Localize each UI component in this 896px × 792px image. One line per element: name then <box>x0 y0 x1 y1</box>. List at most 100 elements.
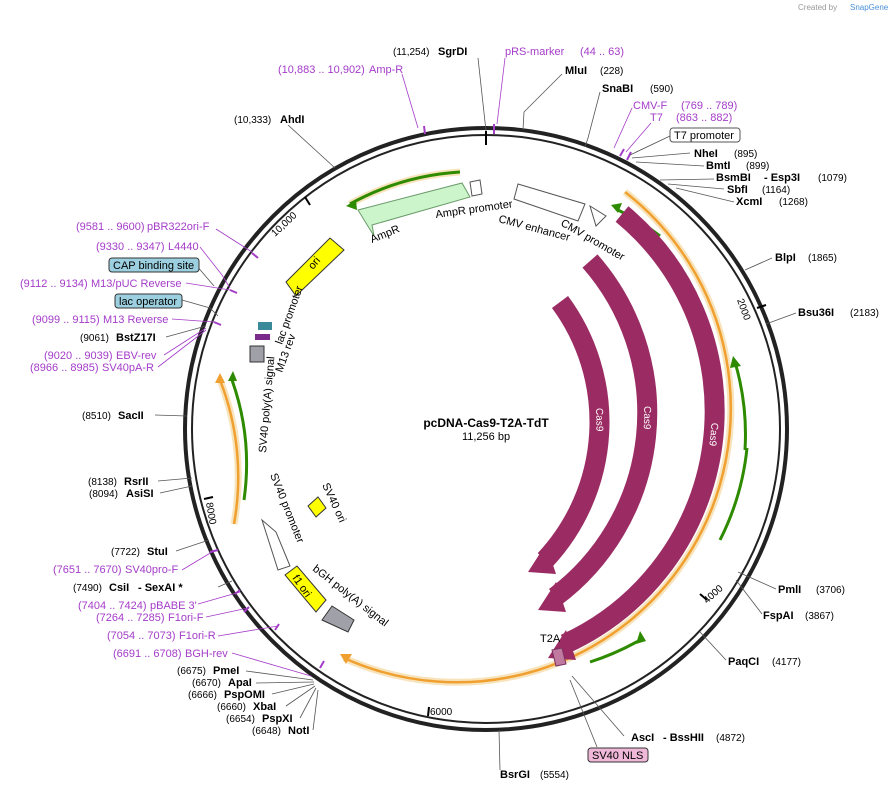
t2a-feature <box>551 647 567 667</box>
primer-pbr322orif-pos: (9581 .. 9600) <box>76 221 145 233</box>
t7-promoter-label: T7 promoter <box>674 130 734 142</box>
enzyme-sgrdi-name: SgrDI <box>438 46 467 58</box>
ampr-label: AmpR <box>369 223 402 246</box>
primer-prs-marker-name: pRS-marker <box>505 46 565 58</box>
enzyme-stui-pos: (7722) <box>111 547 140 558</box>
primer-pbr322orif-name: pBR322ori-F <box>147 221 210 233</box>
enzyme-snabi-name: SnaBI <box>602 83 633 95</box>
enzyme-asci-pos: (4872) <box>716 733 745 744</box>
enzyme-asci-name: AscI <box>631 732 654 744</box>
sv40-nls-box <box>587 747 649 763</box>
enzyme-bsshii-name: - BssHII <box>663 732 704 744</box>
enzyme-bmti-pos: (899) <box>746 161 769 172</box>
enzyme-mlui-pos: (228) <box>600 66 623 77</box>
primer-pbabe-pos: (7404 .. 7424) <box>78 600 147 612</box>
enzyme-bsrgi-name: BsrGI <box>500 769 530 781</box>
enzyme-sacii-name: SacII <box>118 410 144 422</box>
enzyme-bstz17i-pos: (9061) <box>80 333 109 344</box>
sv40-nls-label: SV40 NLS <box>592 750 643 762</box>
enzyme-sgrdi-pos: (11,254) <box>393 47 430 58</box>
enzyme-noti-name: NotI <box>288 725 309 737</box>
cas9-label-inner: Cas9 <box>593 408 604 432</box>
enzyme-blpi-name: BlpI <box>775 252 796 264</box>
sv40-ori-feature <box>307 496 327 518</box>
enzyme-asisi-pos: (8094) <box>89 489 118 500</box>
cmv-enhancer-feature <box>513 183 586 222</box>
tick-6000: 6000 <box>430 707 453 718</box>
enzyme-pmli-pos: (3706) <box>816 585 845 596</box>
primer-sv40prof-pos: (7651 .. 7670) <box>53 564 122 576</box>
primer-m13puc-name: M13/pUC Reverse <box>91 278 181 290</box>
enzyme-snabi-pos: (590) <box>650 84 673 95</box>
lac-operator-mark <box>258 322 272 330</box>
primer-m13rev-name: M13 Reverse <box>103 314 168 326</box>
enzyme-rsrii-pos: (8138) <box>88 477 117 488</box>
lac-operator-label: lac operator <box>119 296 177 308</box>
lac-mark <box>255 334 270 340</box>
primer-l4440-name: L4440 <box>168 241 199 253</box>
sv40-promoter-feature <box>260 518 291 571</box>
enzyme-bsmbi-name: BsmBI <box>716 172 751 184</box>
primer-f1orir-name: F1ori-R <box>179 630 216 642</box>
enzyme-apai-name: ApaI <box>228 677 252 689</box>
enzyme-xcmi-name: XcmI <box>736 196 762 208</box>
enzyme-bsmbi-pos: (1079) <box>818 173 847 184</box>
enzyme-blpi-pos: (1865) <box>808 253 837 264</box>
primer-f1orir-pos: (7054 .. 7073) <box>107 630 176 642</box>
cmv-promoter-feature <box>589 204 607 227</box>
enzyme-psppomi-pos: (6666) <box>188 690 217 701</box>
ampr-feature <box>357 179 483 237</box>
primer-ebvrev-name: EBV-rev <box>116 350 157 362</box>
enzyme-ahdi-pos: (10,333) <box>234 115 271 126</box>
t2a-label: T2A <box>540 633 561 645</box>
enzyme-apai-pos: (6670) <box>192 678 221 689</box>
enzyme-sexai-name: - SexAI * <box>138 582 183 594</box>
enzyme-sbfi-name: SbfI <box>727 184 748 196</box>
primer-cmvf-pos: (769 .. 789) <box>681 100 737 112</box>
primer-t7-pos: (863 .. 882) <box>676 112 732 124</box>
primer-m13puc-pos: (9112 .. 9134) <box>20 278 88 290</box>
enzyme-noti-pos: (6648) <box>252 726 281 737</box>
enzyme-sacii-pos: (8510) <box>82 411 111 422</box>
primer-ampr-pos: (10,883 .. 10,902) <box>278 64 365 76</box>
cap-binding-site-label: CAP binding site <box>113 260 194 272</box>
primer-t7-name: T7 <box>650 112 663 124</box>
primer-bghrev-name: BGH-rev <box>185 648 228 660</box>
cas9-arcs <box>528 206 725 660</box>
primer-prs-marker-pos: (44 .. 63) <box>580 46 624 58</box>
sv40-polya-label: SV40 poly(A) signal <box>257 356 277 453</box>
enzyme-stui-name: StuI <box>147 546 168 558</box>
enzyme-sbfi-pos: (1164) <box>762 185 790 196</box>
primer-marks <box>209 124 632 669</box>
tick-8000: 8000 <box>203 502 218 526</box>
enzyme-csii-pos: (7490) <box>73 583 102 594</box>
bgh-polya-feature <box>321 605 355 633</box>
enzyme-fspai-name: FspAI <box>763 610 794 622</box>
plasmid-name: pcDNA-Cas9-T2A-TdT <box>423 416 549 430</box>
enzyme-nhei-name: NheI <box>694 148 718 160</box>
primer-f1orif-pos: (7264 .. 7285) <box>96 612 165 624</box>
enzyme-pmli-name: PmlI <box>778 584 801 596</box>
created-by-label: Created by <box>798 3 837 12</box>
enzyme-bstz17i-name: BstZ17I <box>116 332 156 344</box>
primer-ampr-name: Amp-R <box>369 64 403 76</box>
cap-binding-site-box <box>108 257 200 273</box>
enzyme-xbai-name: XbaI <box>253 701 276 713</box>
enzyme-rsrii-name: RsrII <box>124 476 148 488</box>
sv40-polya-mark <box>249 345 265 363</box>
enzyme-paqci-pos: (4177) <box>772 657 801 668</box>
orf-tracks <box>215 168 749 686</box>
enzyme-pmei-name: PmeI <box>213 665 239 677</box>
enzyme-mlui-name: MluI <box>565 65 587 77</box>
enzyme-paqci-name: PaqCI <box>728 656 759 668</box>
enzyme-pspxi-pos: (6654) <box>226 714 255 725</box>
snapgene-logo: SnapGene <box>850 3 889 12</box>
primer-sv40par-pos: (8966 .. 8985) <box>30 362 99 374</box>
enzyme-esp3i-name: - Esp3I <box>764 172 800 184</box>
enzyme-bsrgi-pos: (5554) <box>540 770 569 781</box>
primer-f1orif-name: F1ori-F <box>168 612 204 624</box>
tick-2000: 2000 <box>734 297 752 322</box>
plasmid-length: 11,256 bp <box>462 431 510 443</box>
primer-sv40par-name: SV40pA-R <box>102 362 154 374</box>
